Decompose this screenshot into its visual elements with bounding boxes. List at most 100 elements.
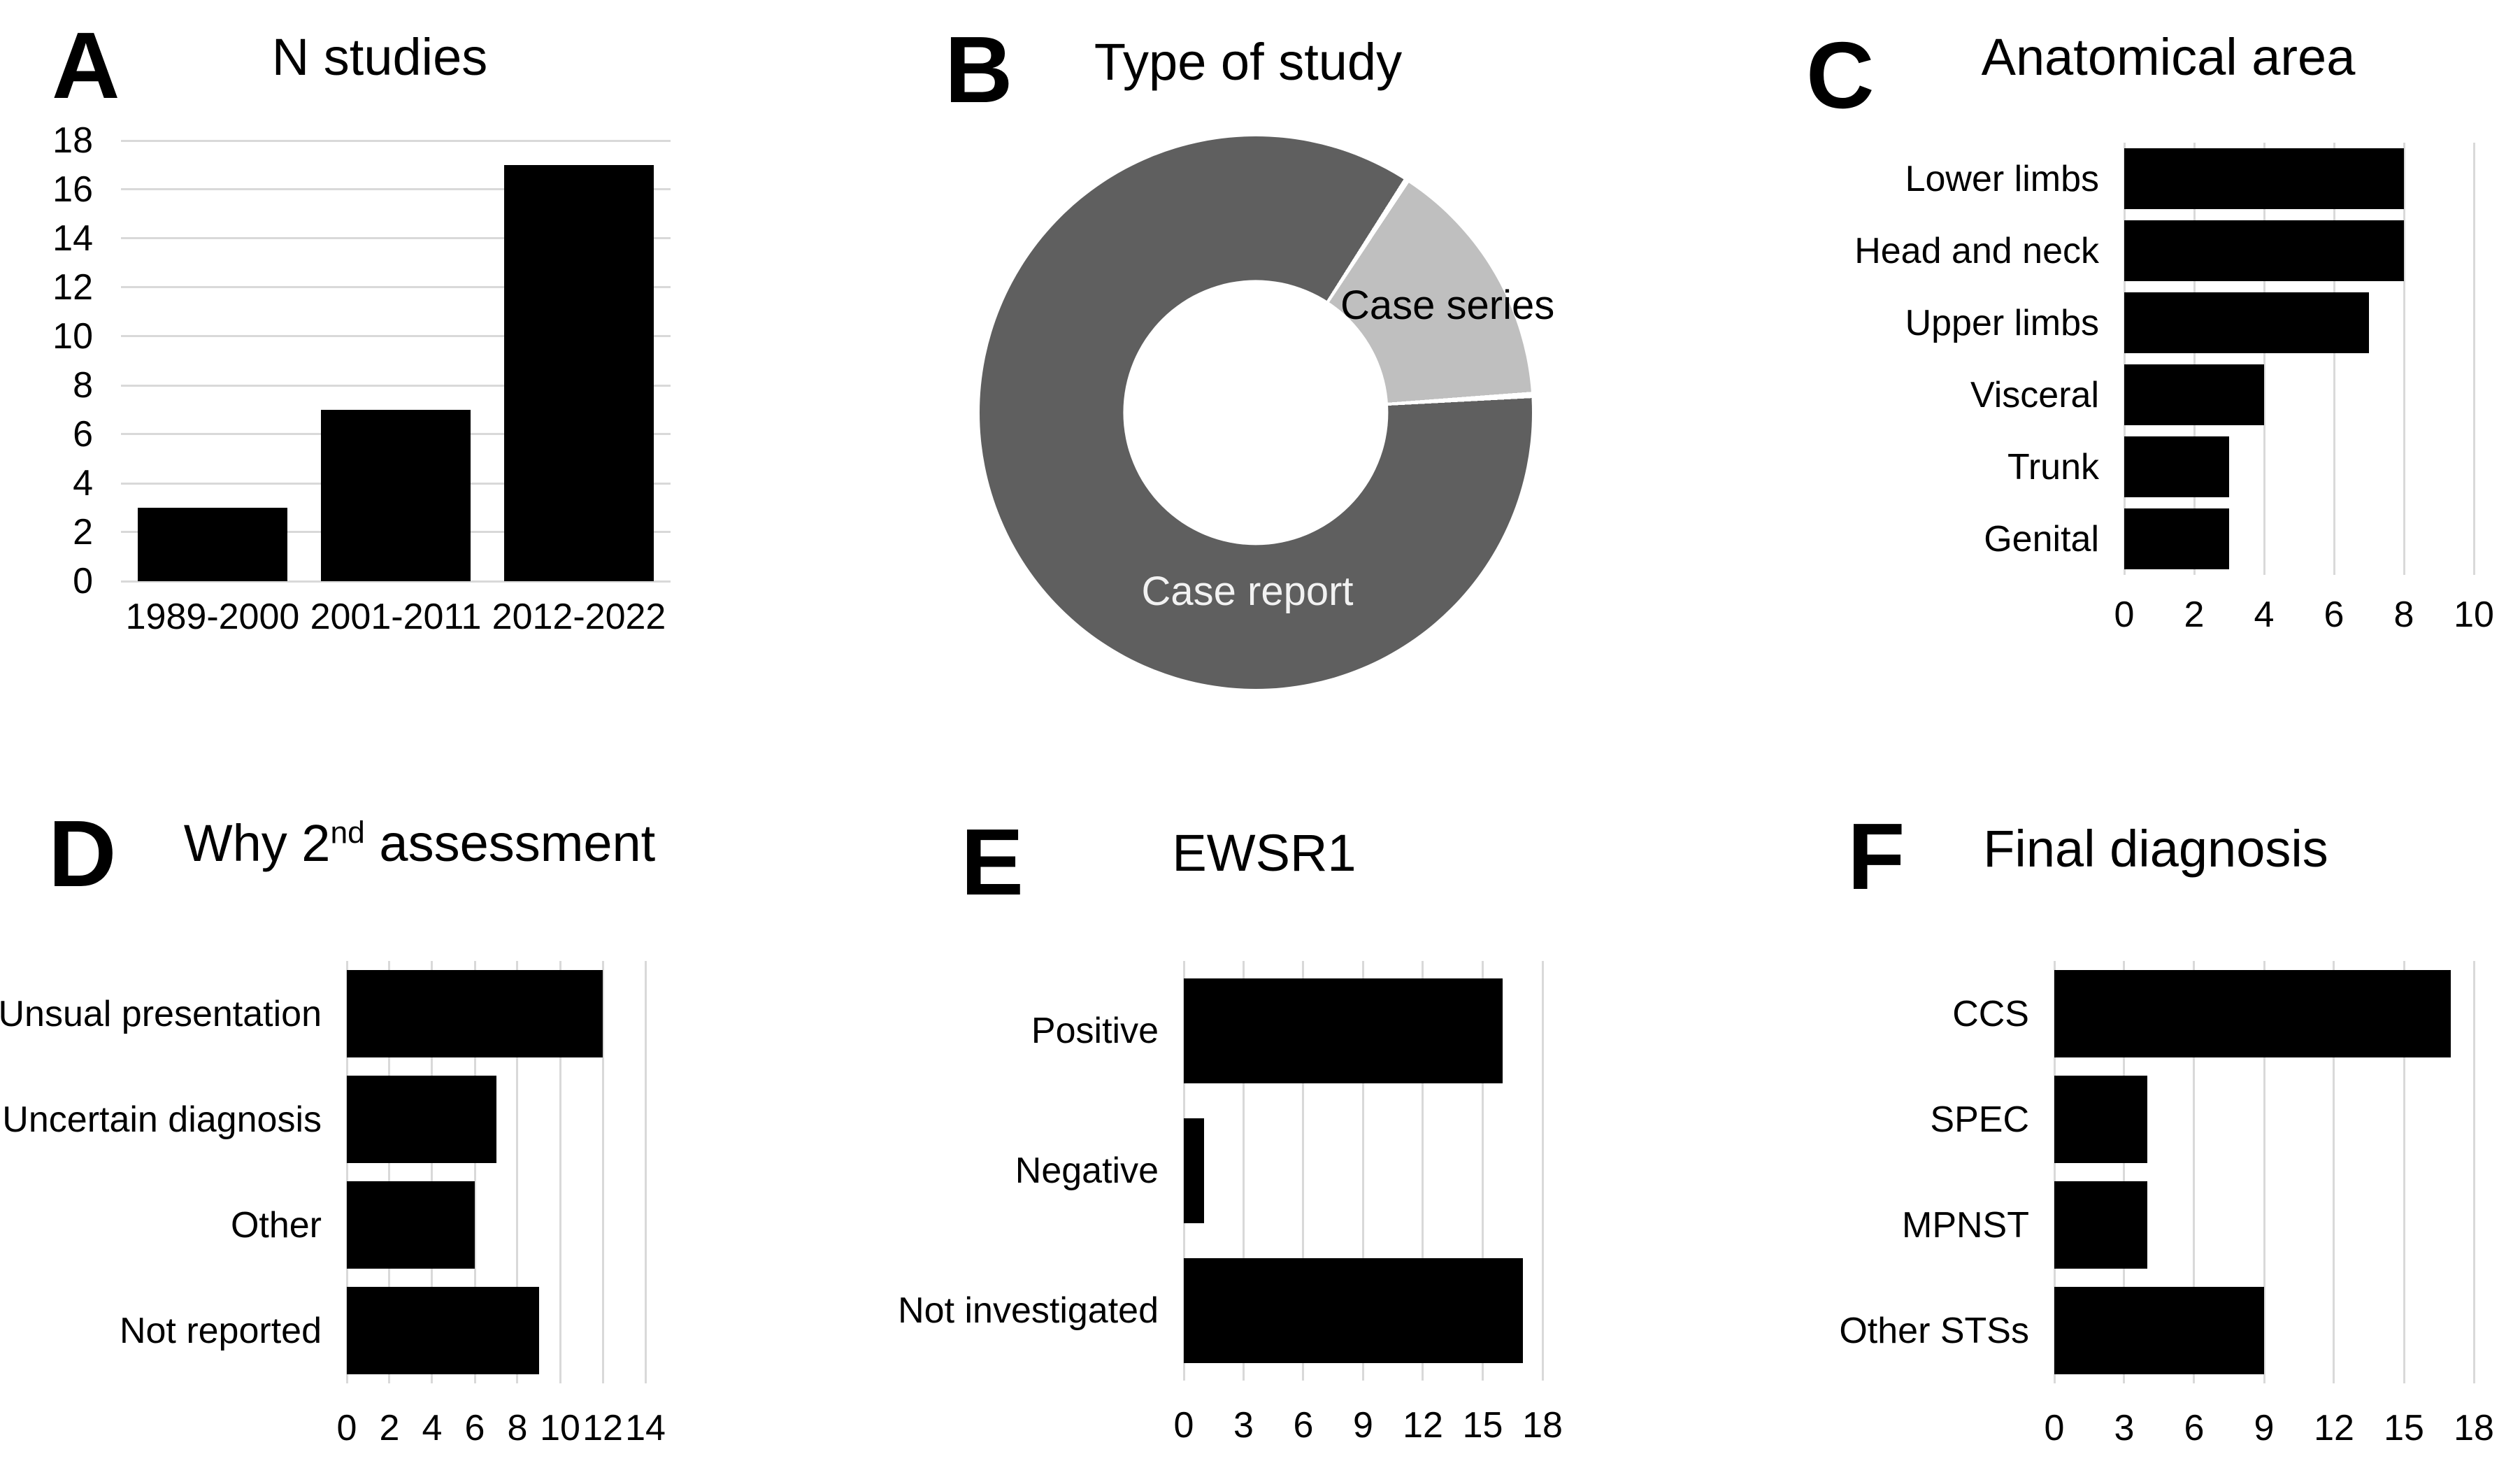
- category-label: Negative: [1015, 1150, 1159, 1191]
- donut-hole: [1123, 280, 1389, 546]
- axis-tick-label: 6: [73, 414, 93, 455]
- axis-tick-label: 18: [52, 120, 93, 161]
- gridline: [121, 286, 671, 289]
- gridline: [2053, 961, 2056, 1383]
- donut-chart-type-of-study: [980, 136, 1532, 689]
- category-label: Unsual presentation: [0, 993, 322, 1034]
- gridline: [2472, 961, 2475, 1383]
- axis-tick-label: 16: [52, 169, 93, 210]
- category-label: Head and neck: [1854, 230, 2099, 271]
- axis-tick-label: 9: [2254, 1408, 2275, 1448]
- axis-tick-label: 4: [2254, 594, 2275, 635]
- gridline: [473, 961, 476, 1383]
- bar: [2124, 364, 2264, 425]
- axis-tick-label: 3: [1233, 1405, 1254, 1446]
- panel-letter: B: [945, 17, 1012, 122]
- category-label: Other STSs: [1839, 1310, 2029, 1351]
- gridline: [2263, 961, 2265, 1383]
- gridline: [121, 384, 671, 387]
- gridline: [121, 580, 671, 583]
- bar: [1184, 1118, 1204, 1223]
- bar: [1184, 1258, 1523, 1363]
- chart-title: EWSR1: [1172, 824, 1356, 882]
- gridline: [2123, 961, 2126, 1383]
- category-label: MPNST: [1902, 1204, 2029, 1246]
- bar: [2054, 1075, 2148, 1164]
- gridline: [1302, 961, 1305, 1381]
- gridline: [345, 961, 348, 1383]
- gridline: [2193, 961, 2196, 1383]
- gridline: [2263, 143, 2265, 575]
- gridline: [1362, 961, 1364, 1381]
- axis-tick-label: 0: [1173, 1405, 1194, 1446]
- axis-tick-label: 14: [52, 218, 93, 259]
- axis-tick-label: 6: [2324, 594, 2344, 635]
- gridline: [121, 188, 671, 191]
- gridline: [559, 961, 561, 1383]
- bar: [2124, 292, 2369, 353]
- chart-title: Why 2nd assessment: [184, 818, 656, 869]
- axis-tick-label: 6: [2184, 1408, 2205, 1448]
- category-label: Visceral: [1970, 374, 2099, 415]
- axis-tick-label: 15: [2384, 1408, 2424, 1448]
- bar: [320, 410, 471, 581]
- bar: [137, 508, 288, 581]
- gridline: [644, 961, 647, 1383]
- axis-tick-label: 18: [2454, 1408, 2494, 1448]
- gridline: [2403, 961, 2405, 1383]
- gridline: [121, 335, 671, 338]
- category-label: CCS: [1952, 993, 2029, 1034]
- category-label: Not investigated: [898, 1290, 1159, 1331]
- category-label: 2001-2011: [310, 597, 482, 637]
- bar: [347, 1075, 496, 1164]
- category-label: Other: [230, 1204, 322, 1246]
- category-label: Upper limbs: [1905, 302, 2099, 343]
- bar: [503, 165, 654, 581]
- axis-tick-label: 4: [73, 463, 93, 504]
- chart-title: Final diagnosis: [1983, 820, 2328, 878]
- title-text: Why 2: [183, 814, 331, 872]
- bar: [2054, 1181, 2148, 1269]
- category-label: Uncertain diagnosis: [2, 1099, 322, 1140]
- gridline: [601, 961, 604, 1383]
- gridline: [431, 961, 434, 1383]
- axis-tick-label: 12: [2314, 1408, 2354, 1448]
- axis-tick-label: 10: [540, 1408, 580, 1448]
- gridline: [2333, 143, 2335, 575]
- bar: [1184, 978, 1503, 1083]
- gridline: [388, 961, 391, 1383]
- axis-tick-label: 9: [1353, 1405, 1373, 1446]
- axis-tick-label: 12: [1403, 1405, 1443, 1446]
- bar: [2054, 1286, 2264, 1375]
- gridline: [121, 139, 671, 142]
- axis-tick-label: 14: [625, 1408, 666, 1448]
- chart-title: Type of study: [1094, 33, 1403, 91]
- axis-tick-label: 3: [2114, 1408, 2135, 1448]
- category-label: Not reported: [119, 1310, 322, 1351]
- axis-tick-label: 10: [52, 315, 93, 357]
- axis-tick-label: 2: [379, 1408, 400, 1448]
- title-text: assessment: [364, 814, 656, 872]
- gridline: [2193, 143, 2196, 575]
- bar: [2124, 508, 2229, 569]
- axis-tick-label: 0: [336, 1408, 357, 1448]
- axis-tick-label: 0: [73, 561, 93, 601]
- bar: [347, 1286, 539, 1375]
- panel-letter: D: [48, 801, 116, 906]
- panel-letter: A: [52, 13, 120, 118]
- axis-tick-label: 8: [507, 1408, 528, 1448]
- gridline: [2472, 143, 2475, 575]
- axis-tick-label: 10: [2454, 594, 2494, 635]
- category-label: Lower limbs: [1905, 158, 2099, 199]
- axis-tick-label: 6: [464, 1408, 485, 1448]
- axis-tick-label: 2: [73, 511, 93, 553]
- slice-label-case-series: Case series: [1340, 283, 1555, 328]
- axis-tick-label: 18: [1522, 1405, 1563, 1446]
- category-label: Trunk: [2007, 446, 2099, 487]
- gridline: [2333, 961, 2335, 1383]
